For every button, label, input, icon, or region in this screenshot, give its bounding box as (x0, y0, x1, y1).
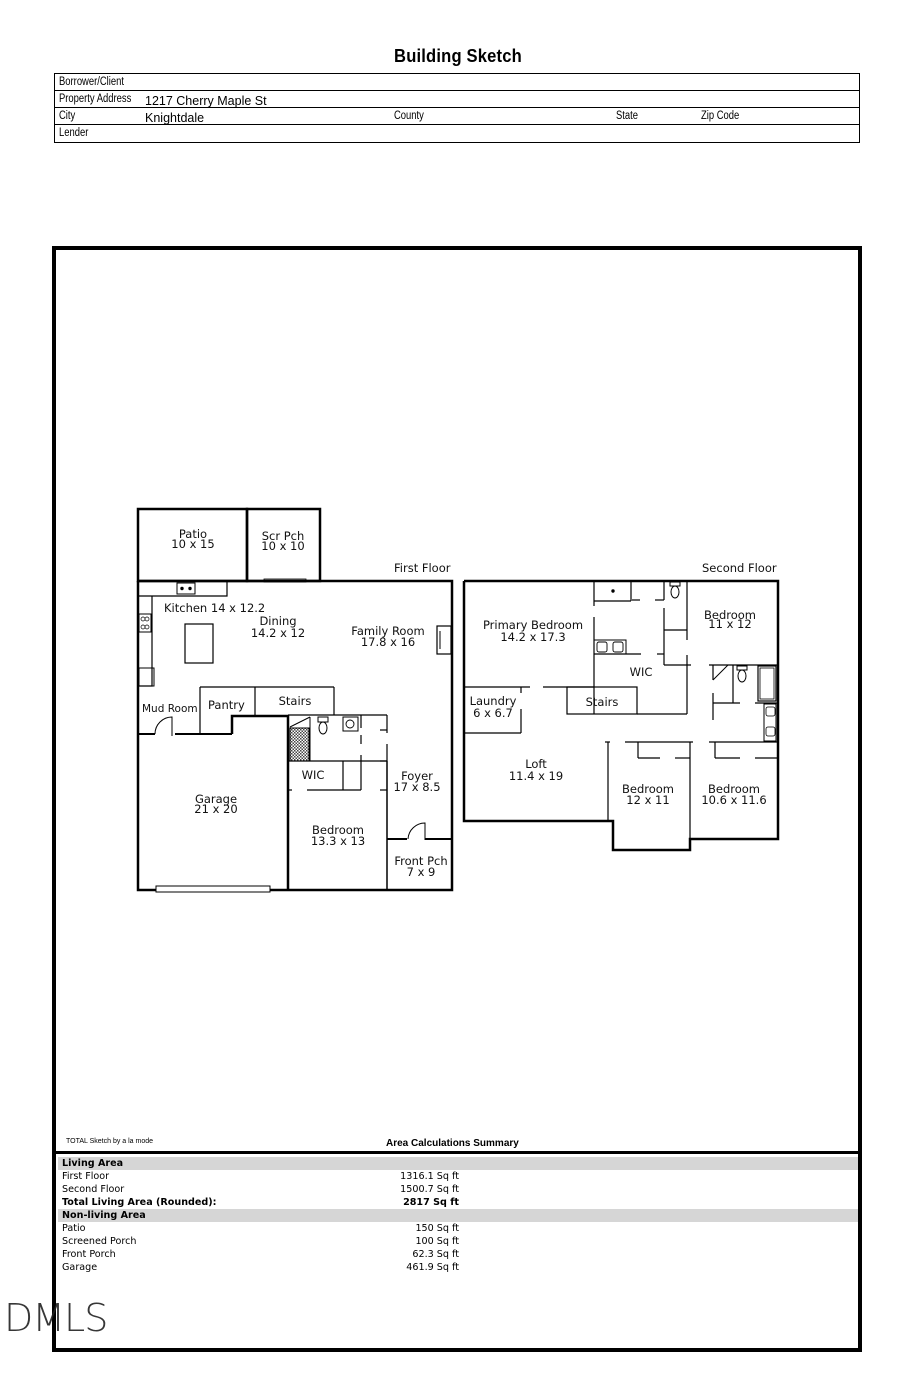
property-address-label: Property Address (59, 93, 132, 105)
row-value: 150 Sq ft (415, 1223, 459, 1234)
room-scr-pch-name: Scr Pch (262, 529, 305, 543)
row-label: Garage (62, 1262, 98, 1273)
room-bedroom-2-dims: 11 x 12 (708, 617, 751, 631)
room-loft-name: Loft (525, 757, 547, 771)
room-bedroom-2-name: Bedroom (704, 608, 756, 622)
summary-divider (52, 1151, 862, 1154)
room-foyer-name: Foyer (401, 769, 433, 783)
room-wic-first-name: WIC (302, 768, 325, 782)
room-mud-room-name: Mud Room (142, 703, 198, 715)
zip-code-label: Zip Code (701, 110, 740, 122)
room-bedroom-3-dims: 12 x 11 (626, 793, 669, 807)
room-front-pch-dims: 7 x 9 (407, 865, 436, 879)
room-laundry-dims: 6 x 6.7 (473, 706, 513, 720)
room-laundry-name: Laundry (470, 694, 517, 708)
property-address-row: Property Address 1217 Cherry Maple St (55, 91, 859, 108)
software-note: TOTAL Sketch by a la mode (66, 1138, 154, 1145)
room-bedroom-4-dims: 10.6 x 11.6 (701, 793, 766, 807)
room-wic-second-name: WIC (630, 665, 653, 679)
table-row: Screened Porch 100 Sq ft (58, 1235, 858, 1248)
first-floor-plan (136, 507, 454, 893)
city-label: City (59, 110, 76, 122)
room-patio-name: Patio (179, 527, 207, 541)
second-floor-plan (462, 579, 780, 852)
table-row: Garage 461.9 Sq ft (58, 1261, 858, 1274)
room-loft-dims: 11.4 x 19 (509, 769, 563, 783)
county-label: County (394, 110, 424, 122)
room-garage-name: Garage (195, 792, 237, 806)
mls-watermark-logo: DMLS (4, 1296, 108, 1340)
area-summary-title: Area Calculations Summary (386, 1138, 519, 1149)
row-label: First Floor (62, 1171, 110, 1182)
table-row: First Floor 1316.1 Sq ft (58, 1170, 858, 1183)
first-floor-label: First Floor (394, 561, 451, 575)
row-value: 62.3 Sq ft (412, 1249, 459, 1260)
state-label: State (616, 110, 639, 122)
sketch-frame (52, 246, 862, 1352)
table-row: Front Porch 62.3 Sq ft (58, 1248, 858, 1261)
room-dining-dims: 14.2 x 12 (251, 626, 305, 640)
total-living-area-row: Total Living Area (Rounded): 2817 Sq ft (58, 1196, 858, 1209)
area-calculations-table: Living Area First Floor 1316.1 Sq ft Sec… (58, 1157, 858, 1274)
row-value: 100 Sq ft (415, 1236, 459, 1247)
document-title: Building Sketch (394, 46, 522, 66)
row-value: 461.9 Sq ft (406, 1262, 459, 1273)
borrower-label: Borrower/Client (59, 76, 124, 88)
lender-label: Lender (59, 127, 89, 139)
room-bedroom-first-dims: 13.3 x 13 (311, 834, 365, 848)
table-row: Second Floor 1500.7 Sq ft (58, 1183, 858, 1196)
city-value: Knightdale (145, 111, 205, 125)
room-bedroom-4-name: Bedroom (708, 782, 760, 796)
room-bedroom-3-name: Bedroom (622, 782, 674, 796)
row-value: 2817 Sq ft (403, 1197, 459, 1208)
city-row: City Knightdale County State Zip Code (55, 108, 859, 125)
property-header-table: Borrower/Client Property Address 1217 Ch… (54, 73, 860, 143)
room-stairs-second-name: Stairs (586, 695, 619, 709)
row-value: 1500.7 Sq ft (400, 1184, 459, 1195)
property-address-value: 1217 Cherry Maple St (145, 94, 267, 108)
room-primary-bedroom-dims: 14.2 x 17.3 (500, 630, 565, 644)
non-living-area-header: Non-living Area (58, 1209, 858, 1222)
second-floor-label: Second Floor (702, 561, 777, 575)
room-bedroom-first-name: Bedroom (312, 823, 364, 837)
row-label: Total Living Area (Rounded): (62, 1197, 217, 1208)
room-family-room-name: Family Room (351, 624, 424, 638)
room-dining-name: Dining (259, 614, 296, 628)
row-value: 1316.1 Sq ft (400, 1171, 459, 1182)
room-primary-bedroom-name: Primary Bedroom (483, 618, 583, 632)
row-label: Screened Porch (62, 1236, 137, 1247)
living-area-header: Living Area (58, 1157, 858, 1170)
room-family-room-dims: 17.8 x 16 (361, 635, 415, 649)
room-kitchen-name: Kitchen 14 x 12.2 (164, 601, 265, 615)
table-row: Patio 150 Sq ft (58, 1222, 858, 1235)
room-stairs-first-name: Stairs (279, 694, 312, 708)
room-garage-dims: 21 x 20 (194, 802, 237, 816)
lender-row: Lender (55, 125, 859, 142)
room-scr-pch-dims: 10 x 10 (261, 539, 304, 553)
room-foyer-dims: 17 x 8.5 (393, 780, 440, 794)
room-front-pch-name: Front Pch (394, 854, 447, 868)
borrower-row: Borrower/Client (55, 74, 859, 91)
room-patio-dims: 10 x 15 (171, 537, 214, 551)
row-label: Second Floor (62, 1184, 125, 1195)
room-pantry-name: Pantry (208, 698, 245, 712)
row-label: Front Porch (62, 1249, 116, 1260)
row-label: Patio (62, 1223, 86, 1234)
